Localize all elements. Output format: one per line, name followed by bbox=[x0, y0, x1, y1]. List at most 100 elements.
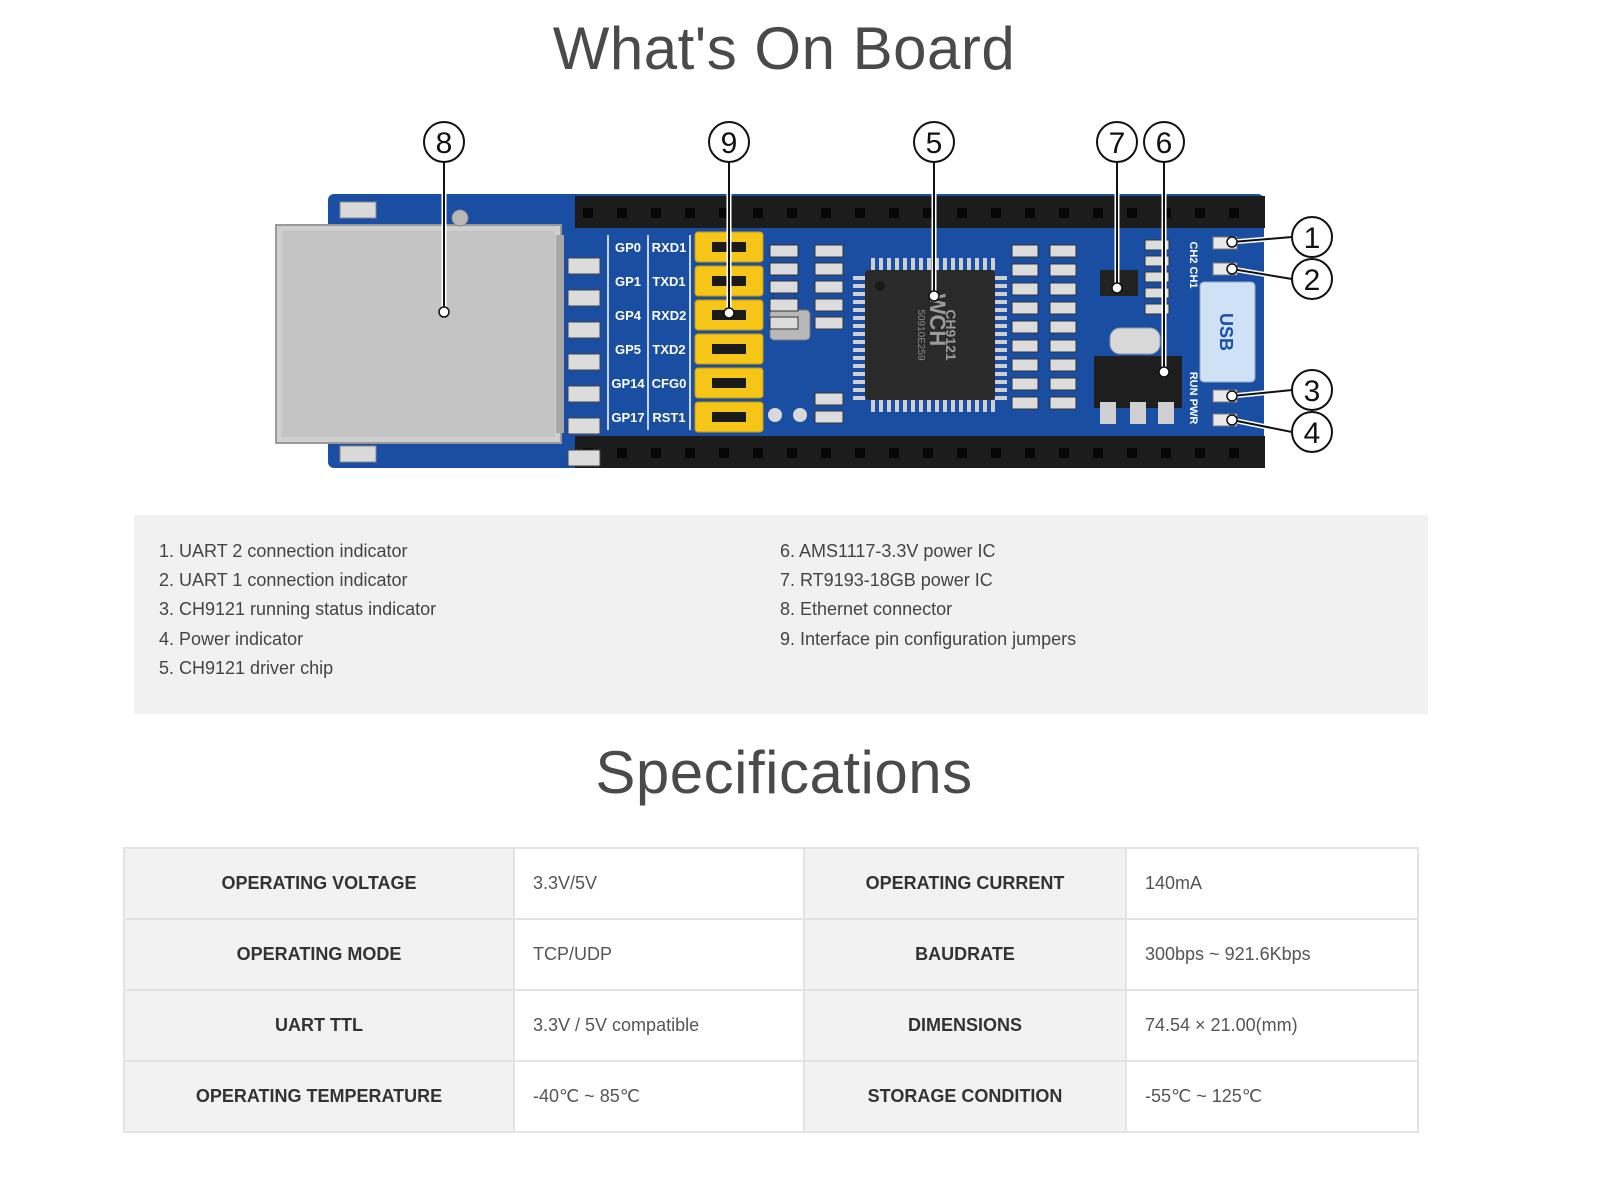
callout-number: 7 bbox=[1109, 127, 1126, 160]
spec-key: UART TTL bbox=[123, 989, 515, 1062]
spec-key: OPERATING CURRENT bbox=[803, 847, 1127, 920]
passive bbox=[814, 280, 844, 294]
header-pin bbox=[923, 208, 933, 218]
pin-label: GP17 bbox=[611, 410, 644, 425]
spec-value: -55℃ ~ 125℃ bbox=[1125, 1060, 1419, 1133]
header-pin bbox=[753, 208, 763, 218]
callout-circle bbox=[708, 121, 750, 163]
callout-dot bbox=[1111, 282, 1123, 294]
passive bbox=[1049, 301, 1077, 315]
header-pin bbox=[855, 208, 865, 218]
passive bbox=[1049, 396, 1077, 410]
diode bbox=[1109, 327, 1161, 355]
passive bbox=[1011, 358, 1039, 372]
callout-dot bbox=[928, 290, 940, 302]
passive bbox=[1144, 239, 1170, 251]
pin-label: CFG0 bbox=[652, 376, 687, 391]
pin-header-bottom bbox=[575, 436, 1265, 468]
header-pin bbox=[821, 448, 831, 458]
ic-tab bbox=[1158, 402, 1174, 424]
legend-item: 8. Ethernet connector bbox=[780, 599, 953, 620]
pin-label: GP1 bbox=[615, 274, 641, 289]
passive bbox=[1144, 303, 1170, 315]
passive bbox=[769, 316, 799, 330]
via-pad bbox=[768, 408, 782, 422]
passive bbox=[814, 392, 844, 406]
jumper-slot bbox=[712, 344, 746, 354]
passive bbox=[1011, 396, 1039, 410]
legend-item: 6. AMS1117-3.3V power IC bbox=[780, 541, 996, 561]
passive-components bbox=[769, 244, 844, 424]
callout-5: 5 bbox=[913, 121, 955, 302]
resistor-pad bbox=[567, 385, 601, 403]
callout-2: 2 bbox=[1226, 258, 1333, 300]
passive bbox=[1049, 377, 1077, 391]
passive bbox=[1049, 282, 1077, 296]
callout-number: 6 bbox=[1156, 127, 1173, 160]
callout-dot bbox=[1226, 414, 1238, 426]
header-pin bbox=[685, 448, 695, 458]
header-pin bbox=[1229, 208, 1239, 218]
header-pin bbox=[889, 448, 899, 458]
header-pin bbox=[1127, 448, 1137, 458]
spec-key: DIMENSIONS bbox=[803, 989, 1127, 1062]
header-pin bbox=[583, 208, 593, 218]
via-pad bbox=[793, 408, 807, 422]
passive bbox=[814, 410, 844, 424]
spec-value: 74.54 × 21.00(mm) bbox=[1125, 989, 1419, 1062]
passive bbox=[1011, 263, 1039, 277]
header-pin bbox=[1093, 448, 1103, 458]
smd-pad bbox=[339, 201, 377, 219]
callout-number: 5 bbox=[926, 127, 943, 160]
pin-label: RXD2 bbox=[652, 308, 687, 323]
header-pin bbox=[1025, 208, 1035, 218]
silk-status-label: RUN PWR bbox=[1187, 372, 1199, 425]
spec-value: 3.3V/5V bbox=[513, 847, 805, 920]
pin-label: RST1 bbox=[652, 410, 685, 425]
ic-tab bbox=[1100, 402, 1116, 424]
passive bbox=[1049, 320, 1077, 334]
callout-circle bbox=[1143, 121, 1185, 163]
callout-dot bbox=[1158, 366, 1170, 378]
callout-circle bbox=[1291, 258, 1333, 300]
legend-item: 5. CH9121 driver chip bbox=[159, 657, 334, 678]
header-pin bbox=[1195, 208, 1205, 218]
legend-list-right: 6. AMS1117-3.3V power IC 7. RT9193-18GB … bbox=[780, 537, 1076, 654]
callout-1: 1 bbox=[1226, 216, 1333, 258]
passive bbox=[1049, 263, 1077, 277]
jumper-slot bbox=[712, 378, 746, 388]
passive bbox=[1011, 301, 1039, 315]
pin-header-top bbox=[575, 196, 1265, 228]
legend-item: 9. Interface pin configuration jumpers bbox=[780, 628, 1077, 649]
callout-number: 1 bbox=[1304, 222, 1321, 255]
ch9121-chip: WCH CH9121 50910E259 bbox=[853, 258, 1007, 412]
header-pin bbox=[1093, 208, 1103, 218]
passive bbox=[1011, 282, 1039, 296]
callout-4: 4 bbox=[1226, 411, 1333, 453]
header-pin bbox=[651, 208, 661, 218]
passive bbox=[769, 262, 799, 276]
callout-dot bbox=[1226, 390, 1238, 402]
silk-ch-label: CH2 CH1 bbox=[1187, 241, 1199, 288]
spec-value: 140mA bbox=[1125, 847, 1419, 920]
callout-circle bbox=[1291, 216, 1333, 258]
callout-3: 3 bbox=[1226, 369, 1333, 411]
section-title-specifications: Specifications bbox=[595, 739, 973, 806]
table-row: UART TTL 3.3V / 5V compatible DIMENSIONS… bbox=[123, 989, 1419, 1062]
passive bbox=[814, 262, 844, 276]
callout-dot bbox=[1226, 263, 1238, 275]
header-pin bbox=[685, 208, 695, 218]
header-pin bbox=[957, 448, 967, 458]
legend-item: 4. Power indicator bbox=[159, 628, 304, 649]
section-title-whats-on-board: What's On Board bbox=[552, 15, 1016, 82]
header-pin bbox=[1195, 448, 1205, 458]
header-pin bbox=[957, 208, 967, 218]
header-pin bbox=[1059, 208, 1069, 218]
header-pin bbox=[1161, 448, 1171, 458]
resistor-pad bbox=[567, 321, 601, 339]
callout-number: 4 bbox=[1304, 417, 1321, 450]
callout-9: 9 bbox=[708, 121, 750, 319]
